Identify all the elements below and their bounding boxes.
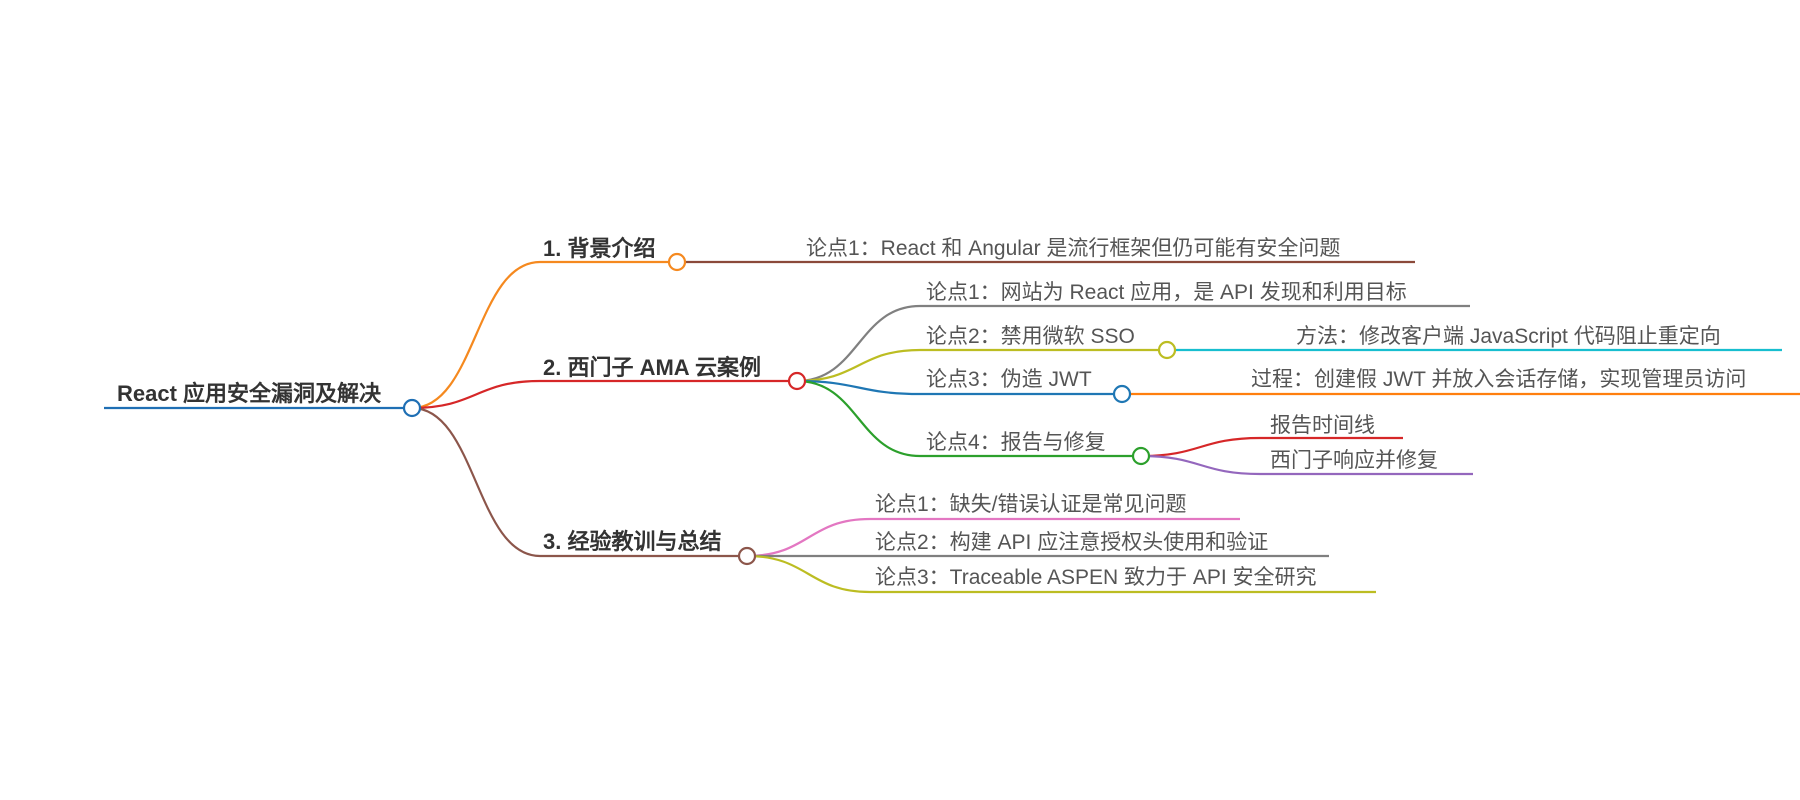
- edge-root-branch-3: [411, 406, 541, 558]
- branch-siemens-case-label[interactable]: 2. 西门子 AMA 云案例: [543, 355, 761, 380]
- root-node-label[interactable]: React 应用安全漏洞及解决: [117, 381, 382, 406]
- siemens-point-2-label[interactable]: 论点2：禁用微软 SSO: [926, 325, 1135, 348]
- point-3-node-circle[interactable]: [1112, 384, 1132, 404]
- edge-branch-3-point-1: [746, 517, 871, 558]
- branch-1-node-circle[interactable]: [667, 252, 687, 272]
- point-2-node-circle[interactable]: [1157, 340, 1177, 360]
- point-4-node-circle[interactable]: [1131, 446, 1151, 466]
- siemens-point-2-method-label[interactable]: 方法：修改客户端 JavaScript 代码阻止重定向: [1296, 325, 1721, 348]
- branch-lessons-label[interactable]: 3. 经验教训与总结: [543, 529, 722, 554]
- siemens-point-3-process-label[interactable]: 过程：创建假 JWT 并放入会话存储，实现管理员访问: [1251, 368, 1747, 391]
- branch-3-node-circle[interactable]: [737, 546, 757, 566]
- edge-branch-2-point-2: [796, 348, 921, 383]
- report-timeline-label[interactable]: 报告时间线: [1270, 414, 1375, 437]
- edge-point-4-response: [1140, 454, 1261, 476]
- siemens-response-fix-label[interactable]: 西门子响应并修复: [1270, 449, 1438, 472]
- siemens-point-4-label[interactable]: 论点4：报告与修复: [926, 431, 1106, 454]
- siemens-point-1-label[interactable]: 论点1：网站为 React 应用，是 API 发现和利用目标: [926, 281, 1407, 304]
- edge-point-4-timeline: [1140, 436, 1261, 458]
- background-point-1-label[interactable]: 论点1：React 和 Angular 是流行框架但仍可能有安全问题: [806, 237, 1341, 260]
- edge-branch-3-point-3: [746, 554, 871, 594]
- lessons-point-2-label[interactable]: 论点2：构建 API 应注意授权头使用和验证: [875, 531, 1269, 554]
- edge-root-branch-2: [411, 379, 541, 410]
- root-node-circle[interactable]: [402, 398, 422, 418]
- edge-root-branch-1: [411, 260, 541, 410]
- edge-branch-2-point-4: [796, 379, 921, 458]
- edge-branch-2-point-3: [796, 379, 921, 396]
- branch-background-label[interactable]: 1. 背景介绍: [543, 236, 656, 261]
- lessons-point-1-label[interactable]: 论点1：缺失/错误认证是常见问题: [875, 493, 1187, 516]
- edge-branch-2-point-1: [796, 304, 921, 383]
- siemens-point-3-label[interactable]: 论点3：伪造 JWT: [926, 368, 1092, 391]
- lessons-point-3-label[interactable]: 论点3：Traceable ASPEN 致力于 API 安全研究: [875, 566, 1317, 589]
- branch-2-node-circle[interactable]: [787, 371, 807, 391]
